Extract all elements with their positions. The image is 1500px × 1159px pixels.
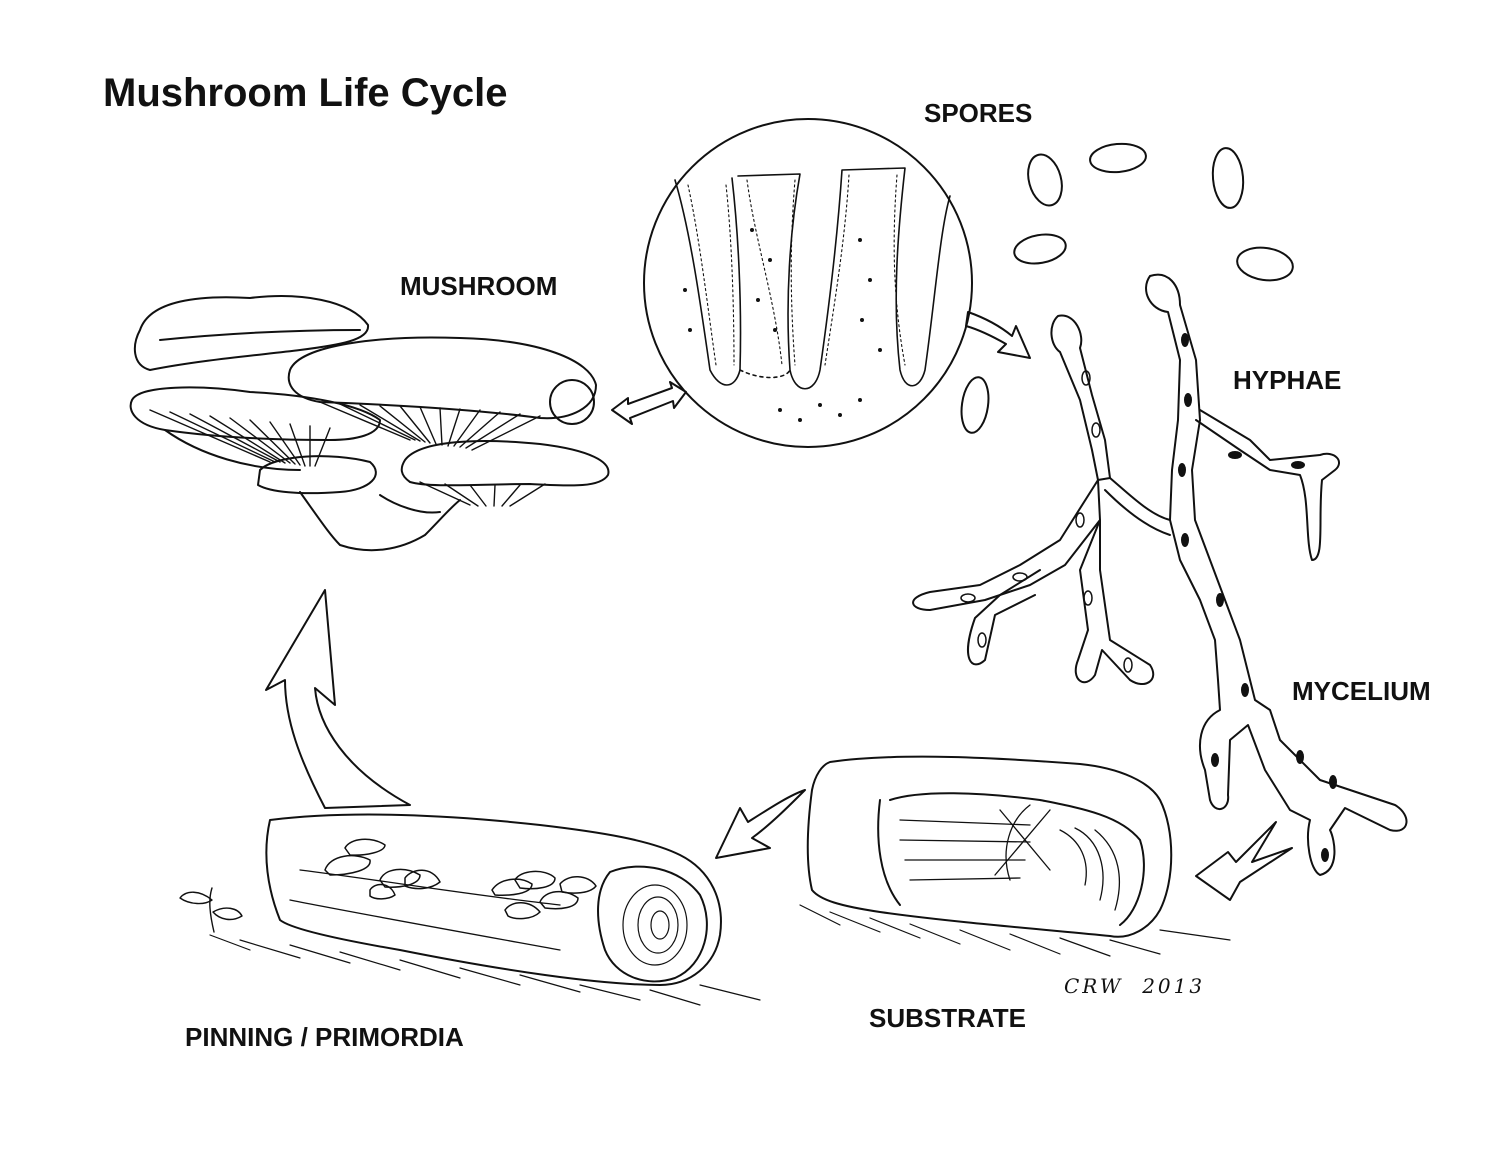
signature-initials: CRW <box>1064 974 1124 998</box>
substrate-log-illustration <box>800 757 1230 956</box>
arrow-spores-to-hyphae-icon <box>966 312 1030 358</box>
hyphae-mycelium-illustration <box>913 275 1406 875</box>
label-substrate: SUBSTRATE <box>869 1003 1026 1033</box>
sprout-icon <box>180 888 242 932</box>
arrow-mycelium-to-substrate-icon <box>1196 822 1292 900</box>
primordia-cluster-right <box>492 871 596 918</box>
arrow-pinning-to-mushroom-icon <box>266 590 410 808</box>
signature-year: 2013 <box>1142 974 1206 998</box>
pinning-log-illustration <box>180 815 760 1005</box>
arrow-substrate-to-pinning-icon <box>716 790 805 858</box>
primordia-cluster-left <box>325 839 440 899</box>
spores-illustration <box>958 142 1295 435</box>
mushroom-cluster-illustration <box>131 296 609 550</box>
label-spores: SPORES <box>924 98 1033 128</box>
label-mushroom: MUSHROOM <box>400 271 558 301</box>
label-pinning-primordia: PINNING / PRIMORDIA <box>185 1022 464 1052</box>
artist-signature: CRW 2013 <box>1064 974 1205 998</box>
label-hyphae: HYPHAE <box>1233 365 1342 395</box>
gill-cross-section-illustration <box>644 119 972 447</box>
diagram-title: Mushroom Life Cycle <box>103 71 508 115</box>
label-mycelium: MYCELIUM <box>1292 676 1431 706</box>
double-arrow-icon <box>612 382 686 424</box>
